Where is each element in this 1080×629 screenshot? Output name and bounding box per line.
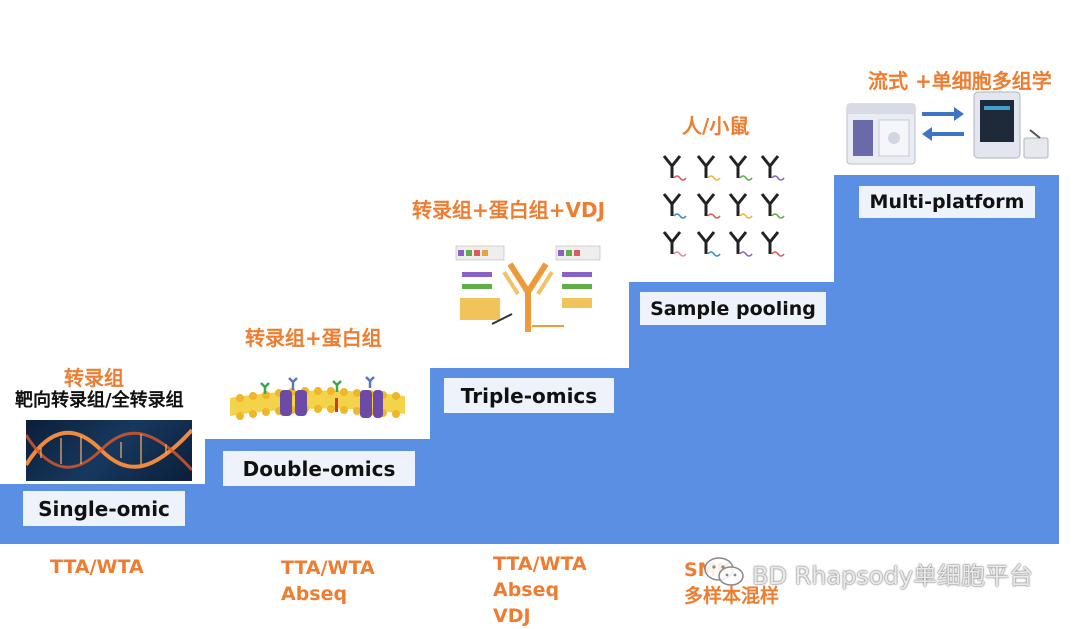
step-label-sample-pooling: Sample pooling <box>640 292 826 325</box>
antibody-grid-image <box>660 152 800 264</box>
step-label-double-omics: Double-omics <box>223 451 415 486</box>
bottom-line: Abseq <box>281 583 348 605</box>
flow-cytometer-image <box>845 100 917 166</box>
wechat-icon <box>703 555 745 589</box>
caption-human-mouse: 人/小鼠 <box>682 114 750 138</box>
bottom-caption-step-2: TTA/WTA Abseq <box>281 555 375 607</box>
caption-targeted-whole-transcriptome: 靶向转录组/全转录组 <box>15 390 184 411</box>
bottom-line: TTA/WTA <box>50 556 144 578</box>
dna-helix-image <box>26 420 192 481</box>
double-arrow-icon <box>918 104 968 144</box>
caption-transcriptome-protein: 转录组+蛋白组 <box>245 326 382 350</box>
bottom-line: TTA/WTA <box>281 557 375 579</box>
step-label-multi-platform: Multi-platform <box>859 186 1035 218</box>
bottom-line: 多样本混样 <box>684 585 780 607</box>
step-5-block <box>834 175 1059 544</box>
caption-transcriptome: 转录组 <box>64 366 124 390</box>
watermark-text: BD Rhapsody单细胞平台 <box>752 562 1034 590</box>
bottom-line: VDJ <box>493 605 531 627</box>
bottom-caption-step-1: TTA/WTA <box>50 554 144 580</box>
step-label-single-omic: Single-omic <box>23 491 185 526</box>
bottom-line: Abseq <box>493 579 560 601</box>
step-label-triple-omics: Triple-omics <box>444 378 614 413</box>
bottom-line: TTA/WTA <box>493 553 587 575</box>
bottom-caption-step-3: TTA/WTA Abseq VDJ <box>493 551 587 629</box>
caption-flow-multiomics: 流式 +单细胞多组学 <box>868 69 1052 93</box>
vdj-antibody-schematic <box>452 242 604 337</box>
single-cell-analyzer-image <box>970 90 1050 164</box>
step-4-block <box>629 282 835 544</box>
caption-transcriptome-protein-vdj: 转录组+蛋白组+VDJ <box>412 198 606 222</box>
cell-membrane-image <box>225 376 410 432</box>
